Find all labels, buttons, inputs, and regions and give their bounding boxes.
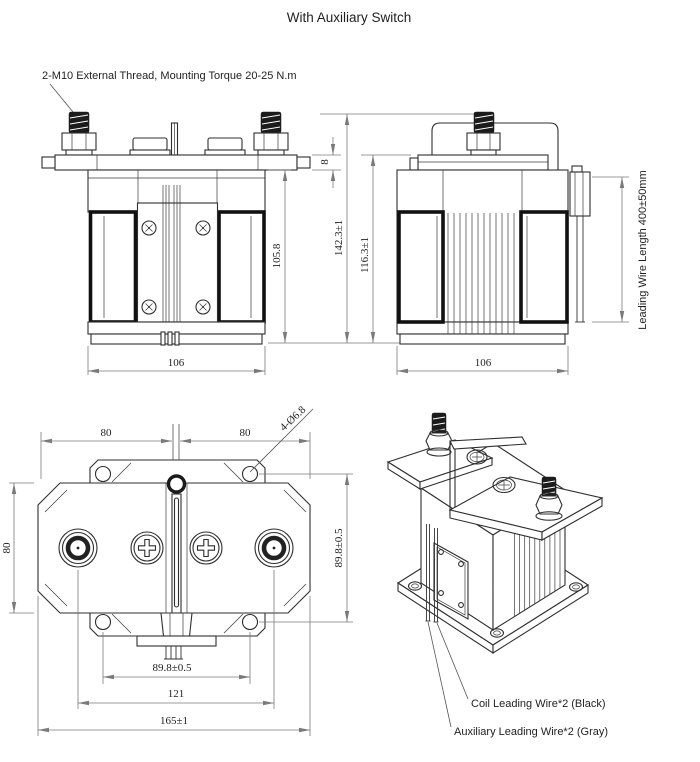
phillips-screw-right <box>189 531 223 565</box>
dim-side-width: 106 <box>396 346 569 375</box>
side-width-dim: 106 <box>475 357 492 369</box>
aux-wire-leader <box>427 621 452 728</box>
mounting-hole <box>241 465 259 483</box>
center-panel <box>136 202 219 323</box>
leading-wire-note: Leading Wire Length 400±50mm <box>637 170 649 330</box>
dim-hole-pitch-horizontal: 89.8±0.5 <box>102 632 251 684</box>
dim-flange-thickness: 8 <box>312 137 341 188</box>
center-rods <box>162 185 181 338</box>
leading-wires-side <box>575 216 585 323</box>
iso-aux-panel <box>433 542 469 620</box>
coil-block-side-left <box>397 210 445 324</box>
coil-wire-label: Coil Leading Wire*2 (Black) <box>471 698 606 710</box>
heatsink-fins <box>447 213 515 334</box>
dim-overall-height: 142.3±1 <box>268 113 477 344</box>
dim-side-height: 116.3±1 <box>359 154 411 343</box>
dim-leading-wire: Leading Wire Length 400±50mm <box>592 170 649 330</box>
dim-overall-width: 165±1 <box>37 596 311 736</box>
front-body-height-dim: 105.8 <box>271 243 283 268</box>
dim-terminal-pitch: 121 <box>77 570 275 709</box>
top-overall-width-dim: 165±1 <box>160 715 188 727</box>
top-terminal-pitch-dim: 121 <box>168 688 185 700</box>
side-height-dim: 116.3±1 <box>359 237 371 273</box>
coil-block-left <box>88 210 138 324</box>
iso-stud-right <box>535 476 563 521</box>
top-hole-pitch-horizontal-dim: 89.8±0.5 <box>152 662 192 674</box>
wire-terminal-box <box>569 171 591 217</box>
mounting-note: 2-M10 External Thread, Mounting Torque 2… <box>42 70 297 82</box>
front-body <box>87 169 266 346</box>
iso-base-holes <box>407 581 584 638</box>
front-overall-height-dim: 142.3±1 <box>333 220 345 256</box>
mounting-hole <box>94 465 112 483</box>
phillips-screw-iso <box>492 476 516 494</box>
bottom-connector <box>136 612 217 660</box>
dim-pitch-right: 80 <box>180 427 311 479</box>
side-body <box>396 165 591 345</box>
top-hole-pitch-vertical-dim: 89.8±0.5 <box>333 528 345 568</box>
dim-pitch-left: 80 <box>40 427 172 479</box>
phillips-screw-left <box>130 531 164 565</box>
flange-plate <box>41 154 311 171</box>
iso-stud-left <box>425 412 453 457</box>
coil-block-side-right <box>519 210 569 324</box>
mounting-stud-left <box>61 111 97 156</box>
dim-front-width: 106 <box>87 346 266 375</box>
panel-screws <box>141 220 211 315</box>
mounting-stud-right <box>253 111 289 156</box>
isometric-view: Coil Leading Wire*2 (Black) Auxiliary Le… <box>386 412 608 738</box>
mounting-hole <box>241 613 259 631</box>
phillips-screw-iso <box>466 449 488 465</box>
drawing-title: With Auxiliary Switch <box>287 10 412 25</box>
coil-wire-leader <box>436 622 469 700</box>
terminal-caps <box>129 122 246 156</box>
dim-depth: 80 <box>1 482 34 614</box>
top-pitch-left-dim: 80 <box>101 427 113 439</box>
dim-hole-pitch-vertical: 89.8±0.5 <box>259 473 353 623</box>
dim-body-height: 105.8 <box>268 169 291 343</box>
top-pitch-right-dim: 80 <box>240 427 252 439</box>
iso-right-plate <box>448 476 604 541</box>
side-flange <box>409 154 549 171</box>
main-terminal-right <box>254 528 294 568</box>
coil-block-right <box>217 210 266 324</box>
top-view: 80 80 4-Ø6.8 80 89.8±0.5 89.8±0.5 <box>1 404 353 736</box>
mounting-hole <box>94 613 112 631</box>
iso-leading-wires <box>425 524 439 623</box>
side-view: 116.3±1 Leading Wire Length 400±50mm 106 <box>359 111 649 375</box>
aux-wire-label: Auxiliary Leading Wire*2 (Gray) <box>454 726 608 738</box>
flange-thickness-dim: 8 <box>319 159 331 165</box>
mounting-stud-side <box>466 111 501 156</box>
mounting-leader-line <box>49 83 74 113</box>
front-width-dim: 106 <box>168 357 185 369</box>
pivot-ring <box>166 474 187 494</box>
front-view: 2-M10 External Thread, Mounting Torque 2… <box>41 70 477 375</box>
iso-left-plate <box>386 412 494 490</box>
main-terminal-left <box>58 528 98 568</box>
top-depth-dim: 80 <box>1 542 13 554</box>
